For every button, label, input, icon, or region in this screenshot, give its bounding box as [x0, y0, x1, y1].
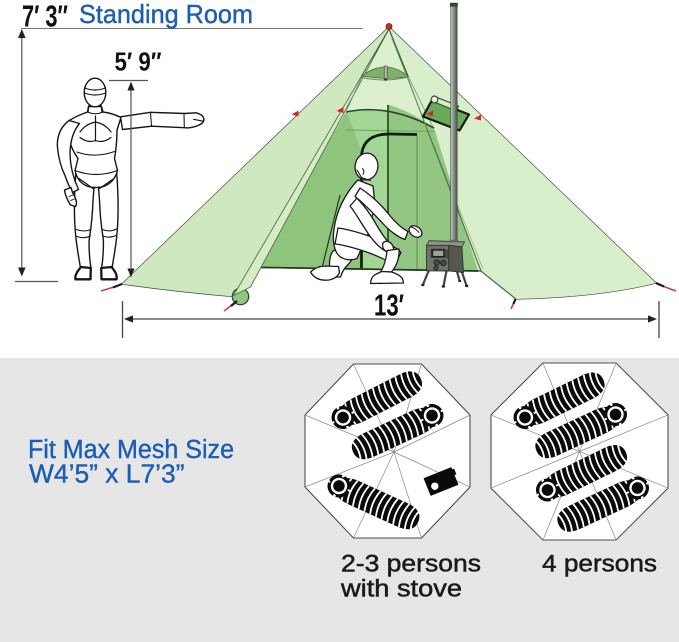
svg-text:Fit Max Mesh Size: Fit Max Mesh Size	[28, 436, 234, 464]
svg-text:Standing Room: Standing Room	[79, 0, 253, 29]
svg-text:W4’5” x L7’3”: W4’5” x L7’3”	[29, 461, 185, 489]
svg-text:4 persons: 4 persons	[542, 551, 657, 578]
svg-text:7′ 3″: 7′ 3″	[22, 0, 68, 34]
svg-text:5′ 9″: 5′ 9″	[115, 47, 162, 77]
svg-text:with stove: with stove	[340, 576, 462, 603]
svg-text:2-3 persons: 2-3 persons	[341, 551, 481, 578]
svg-text:13′: 13′	[374, 288, 404, 323]
